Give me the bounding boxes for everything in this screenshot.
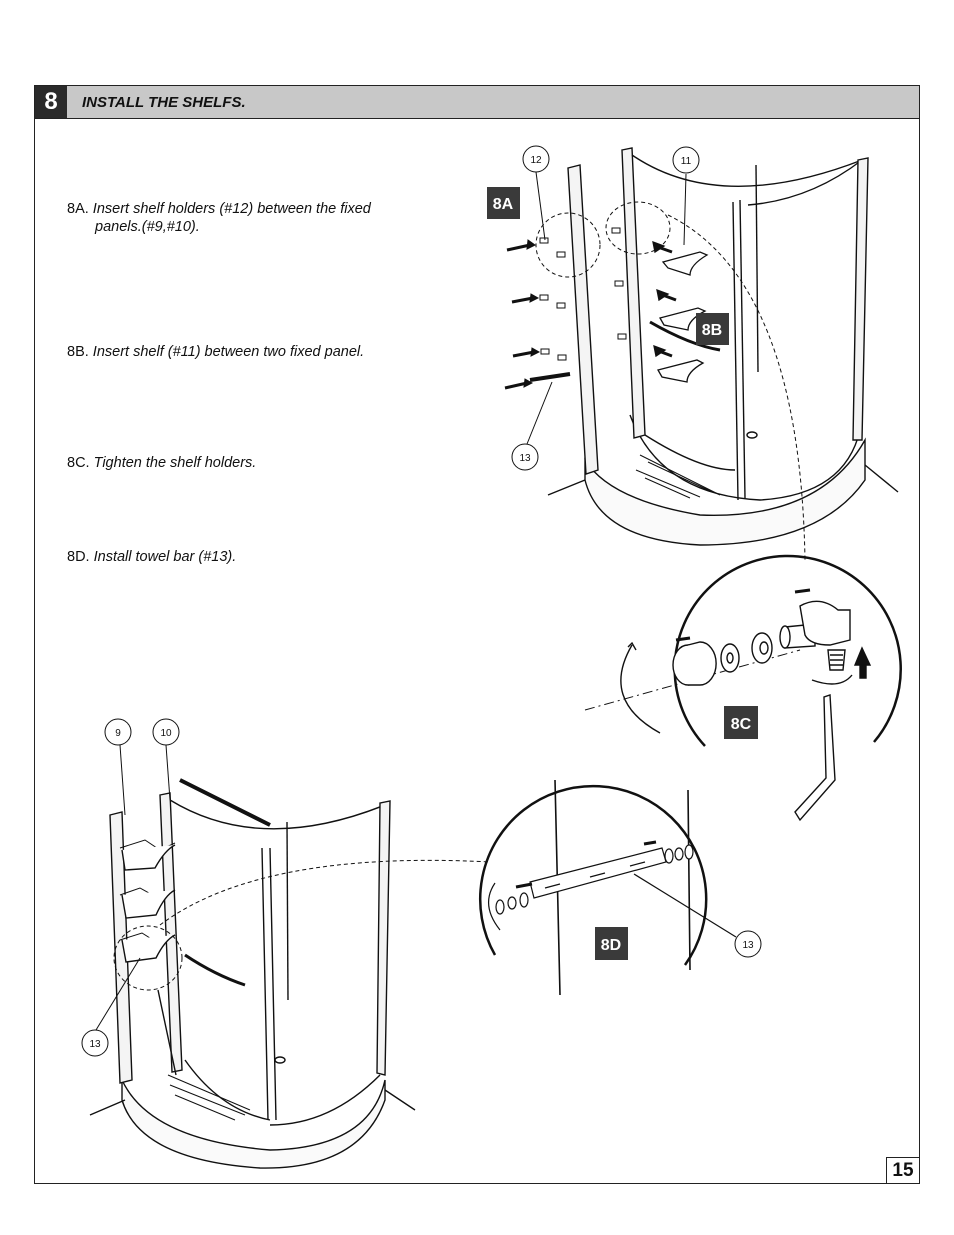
label-8c-text: 8C bbox=[731, 716, 752, 733]
detail-8c-parts bbox=[584, 588, 872, 822]
step-header: 8 INSTALL THE SHELFS. bbox=[34, 85, 920, 119]
instruction-code: 8A. bbox=[67, 201, 89, 217]
callout-13-top bbox=[511, 443, 539, 471]
callout-13-bottom-label: 13 bbox=[89, 1039, 101, 1050]
callout-13-detail: 13 bbox=[734, 930, 762, 958]
instruction-text: Install towel bar (#13). bbox=[93, 549, 237, 565]
callout-9 bbox=[104, 718, 132, 746]
label-8a-text: 8A bbox=[493, 196, 514, 213]
callout-13-top-label: 13 bbox=[519, 453, 531, 464]
label-8b: 8B bbox=[696, 313, 729, 345]
instruction-text: Tighten the shelf holders. bbox=[93, 455, 257, 471]
instruction-8d: 8D. Install towel bar (#13). bbox=[67, 548, 407, 566]
detail-8d bbox=[478, 779, 708, 996]
instruction-code: 8D. bbox=[67, 549, 90, 565]
callout-13-bottom bbox=[81, 1029, 109, 1057]
label-8d: 8D bbox=[595, 927, 628, 960]
label-8b-text: 8B bbox=[702, 322, 722, 339]
callout-leaders-top bbox=[526, 171, 687, 445]
page-number: 15 bbox=[886, 1157, 920, 1184]
callout-11 bbox=[672, 146, 700, 174]
instruction-code: 8C. bbox=[67, 455, 90, 471]
shelf-holders-8a bbox=[504, 227, 627, 390]
shelves-8b bbox=[652, 240, 709, 383]
callout-leaders-bottom bbox=[95, 744, 171, 1031]
instruction-8c: 8C. Tighten the shelf holders. bbox=[67, 454, 407, 472]
label-8a: 8A bbox=[487, 187, 520, 219]
callout-9-label: 9 bbox=[115, 728, 121, 739]
instruction-text-cont: panels.(#9,#10). bbox=[95, 219, 200, 235]
callout-12-label: 12 bbox=[530, 155, 542, 166]
callout-12 bbox=[522, 145, 550, 173]
callout-11-label: 11 bbox=[681, 156, 692, 167]
callout-13-detail-label: 13 bbox=[742, 940, 754, 951]
bottom-shower-drawing bbox=[89, 778, 416, 1169]
detail-8d-parts bbox=[488, 840, 737, 938]
instruction-text: Insert shelf holders (#12) between the f… bbox=[92, 201, 371, 217]
callout-13-detail-circle bbox=[734, 930, 762, 958]
instruction-text: Insert shelf (#11) between two fixed pan… bbox=[92, 344, 365, 360]
instruction-8b: 8B. Insert shelf (#11) between two fixed… bbox=[67, 343, 407, 361]
instruction-code: 8B. bbox=[67, 344, 89, 360]
label-8c: 8C bbox=[724, 706, 758, 739]
callout-10-label: 10 bbox=[160, 728, 172, 739]
top-shower-drawing bbox=[547, 147, 899, 546]
callouts-bottom: 9 10 13 bbox=[81, 718, 180, 1057]
step-title: INSTALL THE SHELFS. bbox=[82, 94, 246, 111]
callout-10 bbox=[152, 718, 180, 746]
detail-leaders-bottom bbox=[113, 859, 491, 991]
detail-leaders-top bbox=[535, 201, 806, 561]
callouts-top: 12 11 13 bbox=[511, 145, 700, 471]
instruction-8a: 8A. Insert shelf holders (#12) between t… bbox=[67, 200, 407, 236]
step-number: 8 bbox=[35, 86, 67, 118]
label-8d-text: 8D bbox=[601, 937, 621, 954]
